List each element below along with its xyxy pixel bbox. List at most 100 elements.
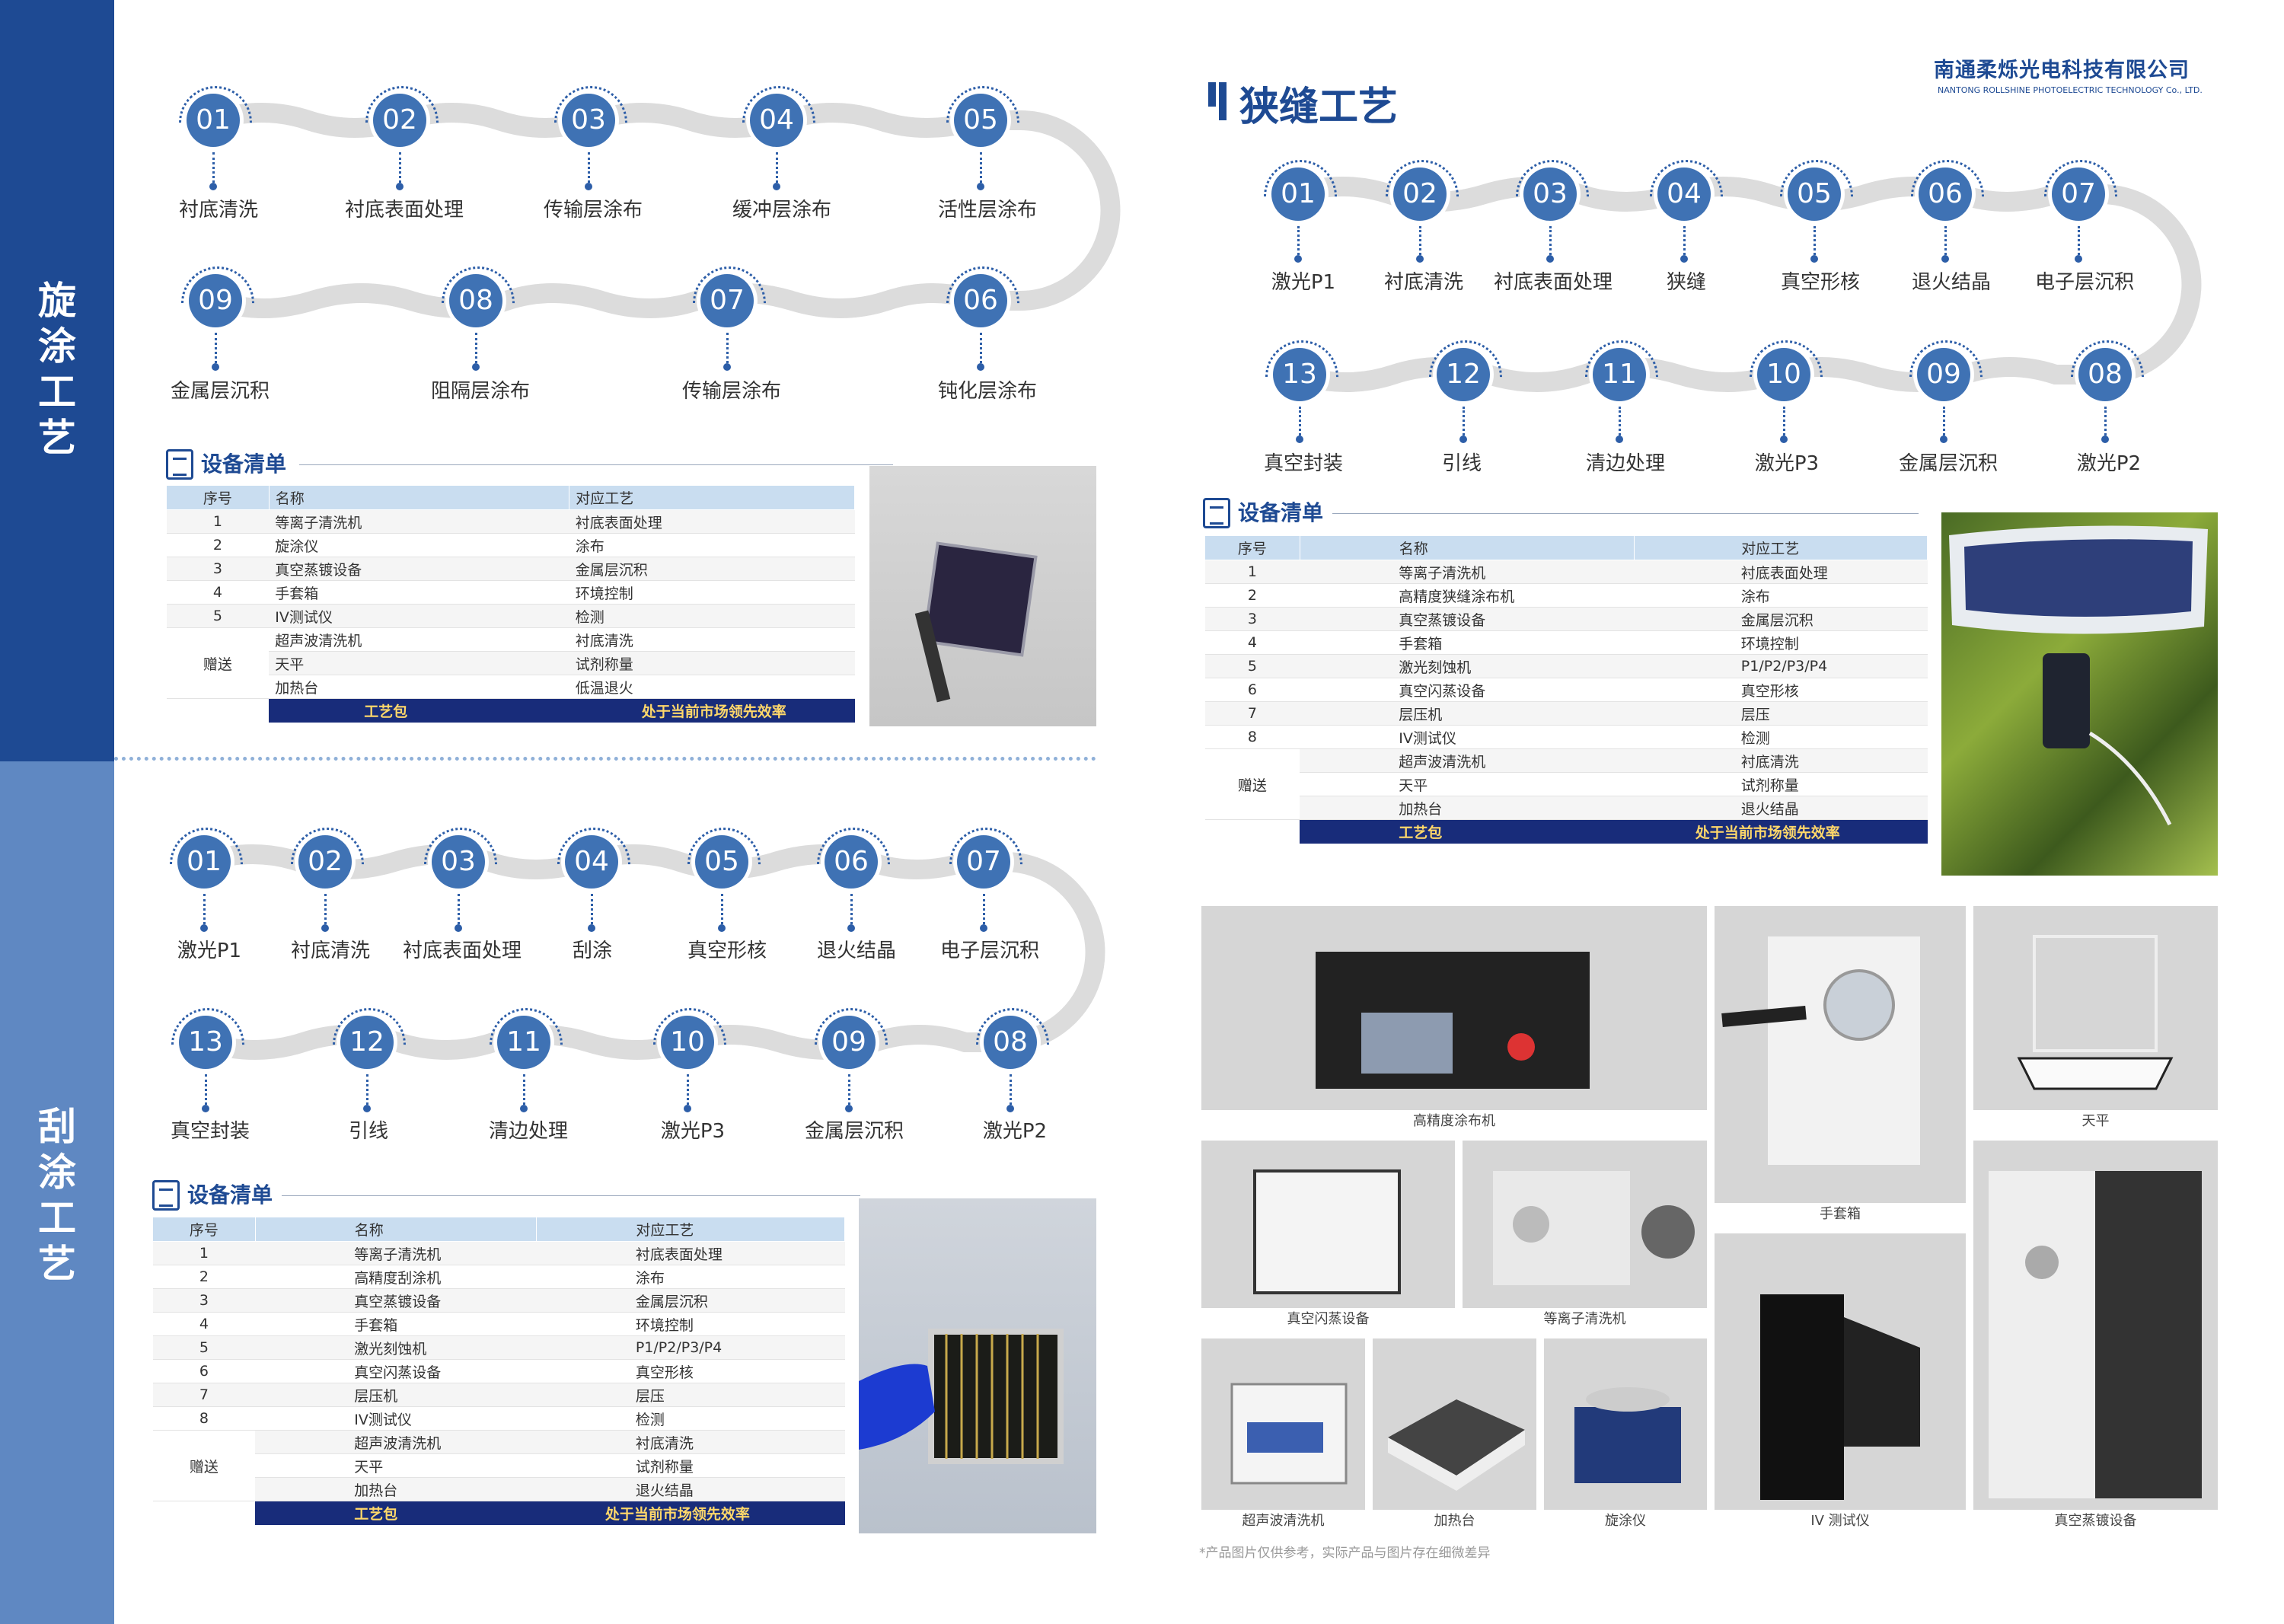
slot-step-05-label: 真空形核 [1780,271,1860,294]
spin-step-02-node: 02 [373,94,426,147]
slot-step-03-label: 衬底表面处理 [1493,271,1613,294]
blade-sample-photo [859,1198,1096,1533]
table-row: 天平试剂称量 [167,651,855,675]
slot-step-03-node: 03 [1523,168,1577,221]
sidebar-blade-title: 刮涂工艺 [38,1105,76,1286]
package-row: 工艺包处于当前市场领先效率 [1204,819,1928,844]
slot-step-09-label: 金属层沉积 [1898,452,1998,475]
slot-step-12-node: 12 [1437,348,1490,401]
slot-step-05-node: 05 [1788,168,1841,221]
equipment-balance: 天平 [1973,906,2218,1133]
spin-step-04-label: 缓冲层涂布 [732,199,831,222]
slot-step-08-node: 08 [2078,348,2132,401]
list-icon [166,449,193,480]
slot-step-13-node: 13 [1273,348,1326,401]
table-row: 赠送超声波清洗机衬底清洗 [1204,748,1928,820]
slot-step-06-label: 退火结晶 [1911,271,1991,294]
blade-step-08-label: 激光P2 [982,1120,1048,1143]
equipment-iv-tester: IV 测试仪 [1715,1233,1966,1533]
blade-step-04-label: 刮涂 [572,940,612,962]
slot-step-02-label: 衬底清洗 [1383,271,1463,294]
equipment-coater: 高精度涂布机 [1201,906,1707,1133]
blade-step-03-label: 衬底表面处理 [402,940,522,962]
equipment-spin-coater: 旋涂仪 [1544,1338,1707,1533]
blade-step-06-label: 退火结晶 [816,940,896,962]
sidebar-spin-title: 旋涂工艺 [38,279,76,460]
spin-step-09-label: 金属层沉积 [170,380,270,403]
blade-step-11-node: 11 [497,1016,550,1069]
spin-step-07-label: 传输层涂布 [681,380,781,403]
slot-step-02-node: 02 [1393,168,1447,221]
list-icon [1203,498,1230,528]
blade-step-10-node: 10 [661,1016,714,1069]
sidebar-spin [0,0,114,761]
equipment-flash: 真空闪蒸设备 [1201,1141,1455,1331]
slot-title: 狭缝工艺 [1239,85,1399,130]
table-row: 天平试剂称量 [1205,772,1928,796]
package-row: 工艺包处于当前市场领先效率 [152,1501,845,1525]
spin-step-03-label: 传输层涂布 [543,199,643,222]
slot-step-09-node: 09 [1917,348,1970,401]
section-divider [114,757,1096,761]
slot-step-04-node: 04 [1657,168,1711,221]
sidebar-blade [0,761,114,1624]
spin-step-06-node: 06 [954,274,1007,327]
spin-step-08-node: 08 [449,274,502,327]
equipment-glovebox: 手套箱 [1715,906,1966,1226]
title-accent [1219,82,1227,120]
slot-step-07-label: 电子层沉积 [2034,271,2134,294]
slot-sample-photo [1941,512,2218,876]
blade-step-13-label: 真空封装 [170,1120,250,1143]
spin-step-04-node: 04 [750,94,803,147]
blade-list-heading: 设备清单 [152,1179,883,1212]
blade-step-09-label: 金属层沉积 [804,1120,904,1143]
spin-step-07-node: 07 [700,274,754,327]
spin-list-heading: 设备清单 [166,448,927,481]
slot-step-11-label: 清边处理 [1585,452,1665,475]
slot-step-06-node: 06 [1919,168,1972,221]
slot-step-11-node: 11 [1593,348,1646,401]
equipment-hotplate: 加热台 [1373,1338,1536,1533]
equipment-ultrasonic: 超声波清洗机 [1201,1338,1365,1533]
slot-step-01-label: 激光P1 [1271,271,1336,294]
blade-step-04-node: 04 [565,835,618,889]
blade-step-12-node: 12 [340,1016,394,1069]
blade-step-07-node: 07 [957,835,1010,889]
spin-step-08-label: 阻隔层涂布 [430,380,530,403]
package-row: 工艺包处于当前市场领先效率 [166,698,855,723]
slot-step-04-label: 狭缝 [1666,271,1706,294]
spin-step-03-node: 03 [562,94,615,147]
slot-step-07-node: 07 [2052,168,2105,221]
slot-step-01-node: 01 [1271,168,1325,221]
equipment-evaporator: 真空蒸镀设备 [1973,1141,2218,1533]
blade-step-12-label: 引线 [348,1120,388,1143]
spin-step-05-node: 05 [954,94,1007,147]
slot-step-08-label: 激光P2 [2076,452,2142,475]
title-accent-small [1208,82,1216,107]
blade-step-10-label: 激光P3 [660,1120,726,1143]
table-row: 加热台退火结晶 [153,1477,845,1501]
slot-step-12-label: 引线 [1441,452,1482,475]
spin-step-01-label: 衬底清洗 [178,199,258,222]
table-row: 赠送超声波清洗机衬底清洗 [152,1430,845,1501]
slot-step-10-label: 激光P3 [1754,452,1820,475]
